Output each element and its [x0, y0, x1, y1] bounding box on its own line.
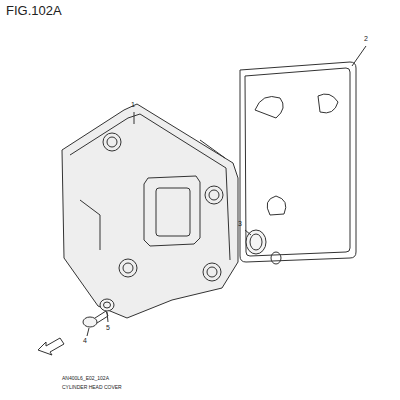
bolt-shank	[95, 311, 108, 323]
bolt-boss	[103, 133, 121, 151]
seal-ring	[246, 230, 266, 254]
drawing-code: AN400L6_E02_102A	[62, 376, 109, 381]
cylinder-head-cover	[62, 104, 238, 318]
bolt-hole	[209, 190, 219, 200]
leader-line	[107, 312, 108, 322]
cover-recess	[156, 188, 190, 236]
bolt-head	[83, 317, 97, 327]
washer	[100, 299, 114, 311]
washer-hole	[104, 302, 111, 308]
leader-line	[134, 112, 135, 124]
gasket-plug-rings	[255, 94, 338, 215]
figure-title: FIG.102A	[6, 4, 62, 17]
callout-number: 2	[364, 35, 368, 42]
cover-opening	[144, 176, 200, 246]
leader-line	[245, 230, 251, 235]
callout-number: 3	[238, 220, 242, 227]
callout-number: 5	[106, 324, 110, 331]
bolt-boss	[203, 263, 221, 281]
bolt-boss	[205, 186, 223, 204]
bolt-boss	[119, 259, 137, 277]
bolt-hole	[107, 137, 117, 147]
gasket-inner	[245, 68, 350, 256]
seal-ring-inner	[250, 234, 262, 250]
leader-line	[87, 328, 89, 336]
drawing-caption: CYLINDER HEAD COVER	[62, 385, 122, 390]
gasket	[240, 62, 356, 262]
bolt-hole	[123, 263, 133, 273]
seal-ring-small	[271, 252, 281, 264]
front-arrow-icon	[38, 338, 64, 355]
bolt-hole	[207, 267, 217, 277]
cover-edge	[70, 114, 230, 260]
leader-line	[352, 46, 366, 66]
callout-number: 1	[131, 101, 135, 108]
callout-number: 4	[83, 337, 87, 344]
cover-ribs	[80, 140, 225, 250]
